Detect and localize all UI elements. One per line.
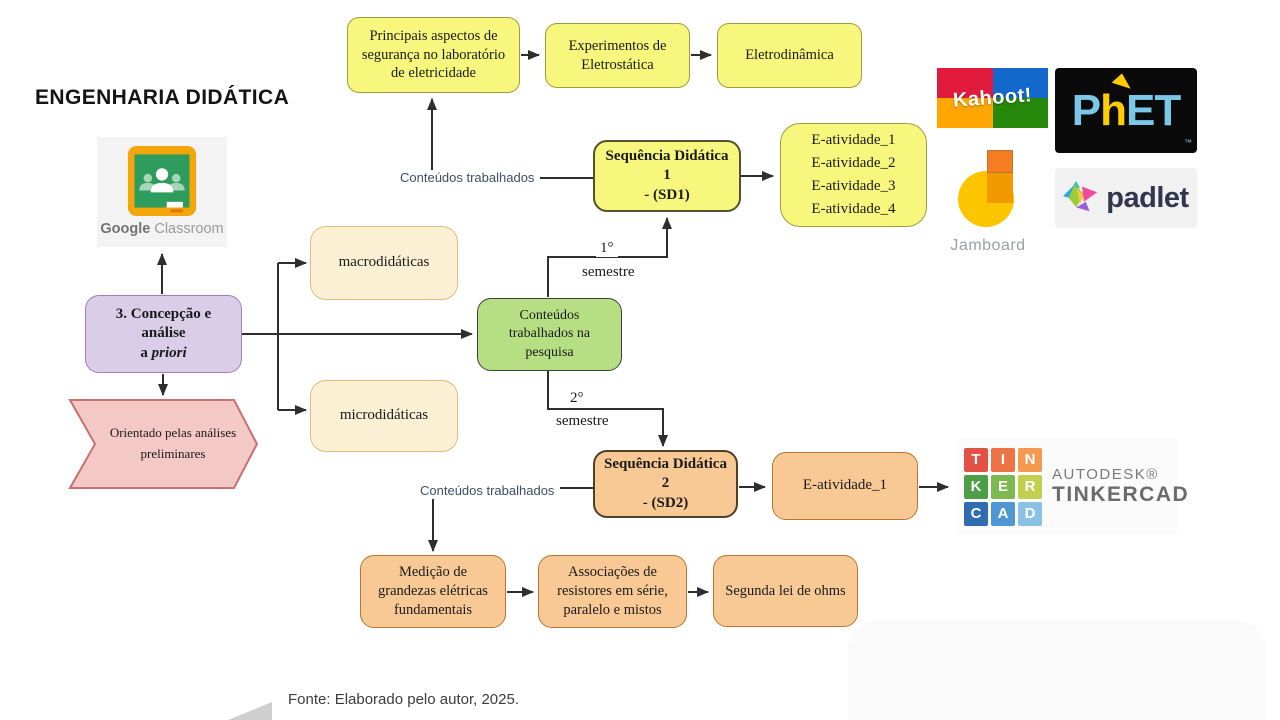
node-eletrodinamica: Eletrodinâmica	[717, 23, 862, 88]
tinkercad-tile-grid: T I N K E R C A D	[964, 447, 1042, 526]
node-eletrostatica: Experimentos de Eletrostática	[545, 23, 690, 88]
node-eatividade-sd2: E-atividade_1	[772, 452, 918, 520]
page-curl-decoration	[228, 702, 272, 720]
node-sd2: Sequência Didática 2 - (SD2)	[593, 450, 738, 518]
jamboard-logo: Jamboard	[940, 143, 1036, 265]
label-sem1-word: semestre	[578, 264, 639, 281]
label-sem2-num: 2°	[566, 390, 588, 407]
google-classroom-label: Google Classroom	[100, 221, 224, 237]
node-macrodidaticas: macrodidáticas	[310, 226, 458, 300]
kahoot-quadrant-green	[992, 98, 1048, 128]
node-segunda-lei: Segunda lei de ohms	[713, 555, 858, 627]
kahoot-wordmark: Kahoot!	[952, 83, 1033, 112]
node-sd1: Sequência Didática 1 - (SD1)	[593, 140, 741, 212]
tinkercad-logo: T I N K E R C A D AUTODESK® TINKERCAD	[956, 438, 1188, 535]
label-sem2-word: semestre	[552, 413, 613, 430]
phet-logo: PhET ™	[1055, 68, 1197, 153]
kahoot-logo: Kahoot!	[937, 68, 1048, 128]
source-caption: Fonte: Elaborado pelo autor, 2025.	[288, 691, 520, 708]
node-microdidaticas: microdidáticas	[310, 380, 458, 452]
kahoot-quadrant-red	[937, 68, 993, 98]
page-title: ENGENHARIA DIDÁTICA	[35, 86, 290, 109]
kahoot-quadrant-yellow	[937, 98, 993, 128]
node-seguranca: Principais aspectos de segurança no labo…	[347, 17, 520, 93]
padlet-logo: padlet	[1055, 168, 1197, 228]
label-conteudos-trabalhados-top: Conteúdos trabalhados	[398, 170, 537, 185]
node-concepcao: 3. Concepção e análise a priori	[85, 295, 242, 373]
padlet-wordmark: padlet	[1106, 181, 1189, 214]
google-classroom-logo: Google Classroom	[97, 137, 227, 247]
arrow-sem1-to-sd1	[547, 217, 672, 297]
node-associacoes: Associações de resistores em série, para…	[538, 555, 687, 628]
padlet-bird-icon	[1063, 180, 1098, 212]
node-eatividades-sd1: E-atividade_1 E-atividade_2 E-atividade_…	[780, 123, 927, 227]
phet-trademark: ™	[1184, 138, 1192, 147]
kahoot-quadrant-blue	[992, 68, 1048, 98]
label-conteudos-trabalhados-bottom: Conteúdos trabalhados	[418, 483, 557, 498]
google-classroom-icon	[127, 145, 197, 217]
node-conteudos-pesquisa: Conteúdos trabalhados na pesquisa	[477, 298, 622, 371]
background-panel	[848, 620, 1266, 720]
tinkercad-wordmark: AUTODESK® TINKERCAD	[1052, 466, 1190, 506]
node-orientado: Orientado pelas análises preliminares	[68, 398, 260, 490]
label-sem1-num: 1°	[596, 240, 618, 257]
node-medicao: Medição de grandezas elétricas fundament…	[360, 555, 506, 628]
jamboard-wordmark: Jamboard	[950, 237, 1026, 254]
arrow-sem2-to-sd2	[547, 371, 668, 447]
